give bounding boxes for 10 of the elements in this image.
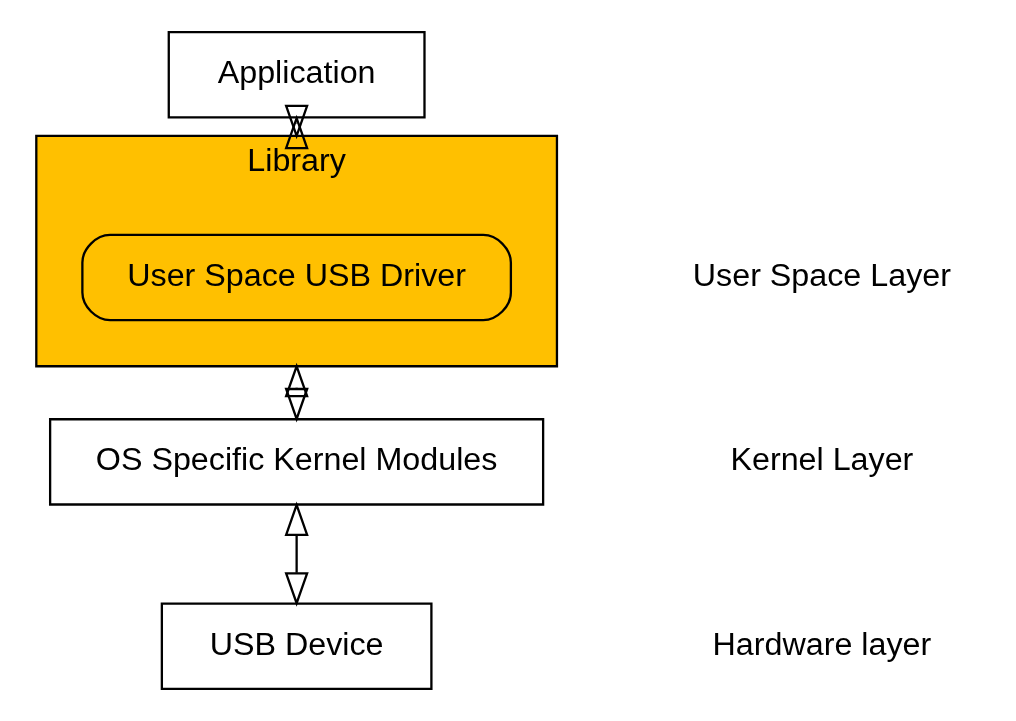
- label: Hardware layer: [712, 625, 932, 662]
- node-box: Application: [167, 31, 426, 119]
- arrow: [284, 362, 309, 423]
- arrow: [284, 501, 309, 607]
- node-box: OS Specific Kernel Modules: [49, 418, 545, 506]
- arrow: [284, 104, 309, 150]
- node-box: User Space USB Driver: [81, 233, 513, 322]
- label: User Space Layer: [692, 257, 951, 294]
- node-box: USB Device: [160, 602, 433, 690]
- label: Kernel Layer: [730, 441, 914, 478]
